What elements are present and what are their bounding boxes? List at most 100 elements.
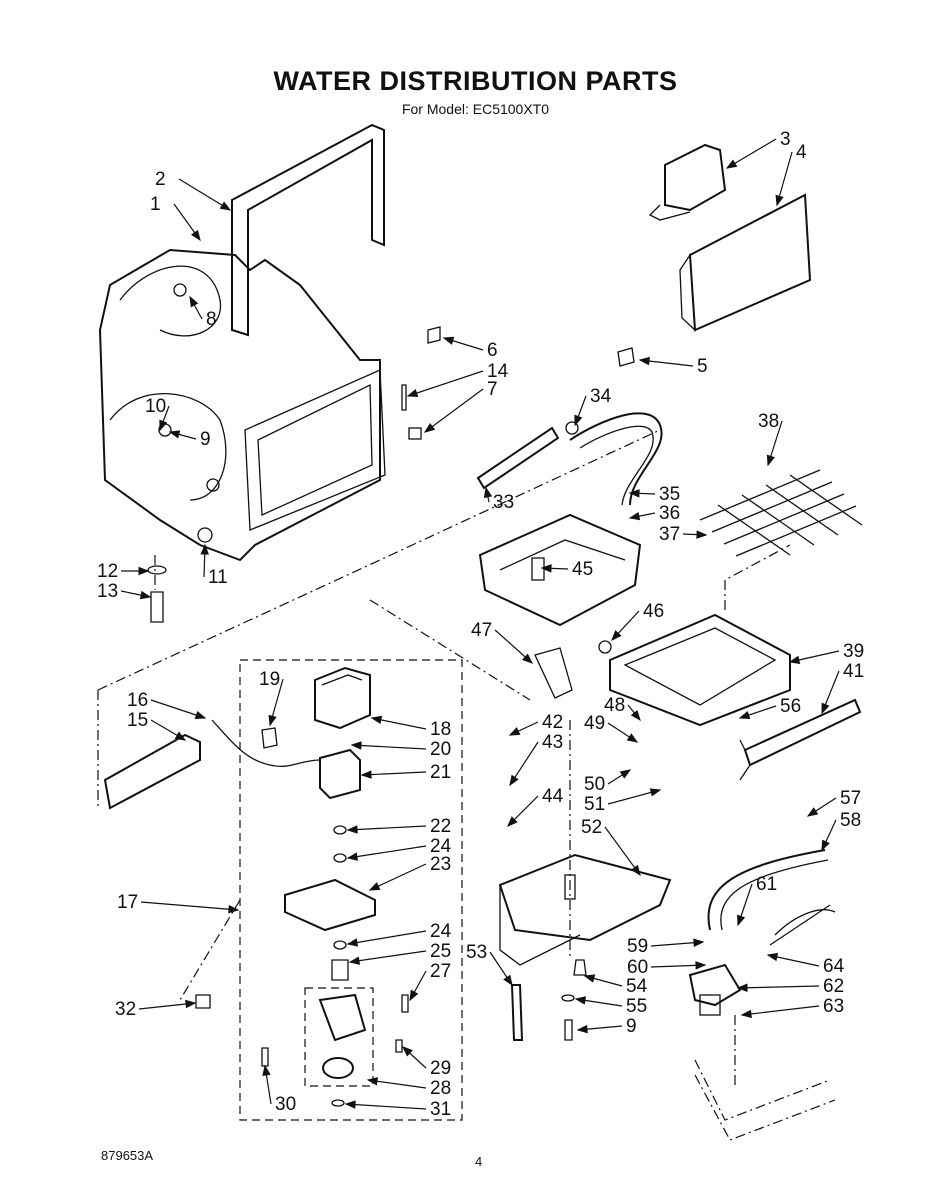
page-title: WATER DISTRIBUTION PARTS: [273, 66, 678, 96]
callout-61: 61: [756, 874, 777, 895]
callout-53: 53: [466, 942, 487, 963]
arrowhead-37: [696, 530, 708, 539]
arrowhead-8: [189, 295, 199, 308]
arrowhead-7: [423, 422, 436, 433]
callout-15: 15: [127, 710, 148, 731]
leader-line-21: [361, 771, 427, 776]
parts-artwork: [98, 123, 863, 1107]
arrowhead-47: [522, 653, 534, 664]
page-number: 4: [475, 1154, 483, 1169]
arrowhead-57: [806, 807, 819, 817]
arrowhead-18: [370, 715, 383, 725]
callout-23: 23: [430, 854, 451, 875]
arrowhead-34: [574, 414, 583, 427]
arrowhead-43: [509, 774, 519, 787]
callout-7: 7: [487, 379, 498, 400]
callout-5: 5: [697, 356, 708, 377]
callout-35: 35: [659, 484, 680, 505]
callout-17: 17: [117, 892, 138, 913]
callout-45: 45: [572, 559, 593, 580]
callout-37: 37: [659, 524, 680, 545]
callout-20: 20: [430, 739, 451, 760]
leader-line-52: [604, 826, 641, 876]
arrowhead-14: [406, 388, 419, 398]
arrowhead-36: [628, 511, 641, 521]
arrowhead-22: [346, 825, 358, 834]
arrowhead-13: [139, 590, 152, 600]
arrowhead-33: [483, 486, 493, 499]
callout-55: 55: [626, 996, 647, 1017]
arrowhead-46: [611, 630, 622, 642]
grid-37-38: [699, 469, 863, 557]
arrowhead-21: [360, 770, 372, 779]
callout-1: 1: [150, 194, 161, 215]
callout-33: 33: [493, 492, 514, 513]
callout-24: 24: [430, 921, 452, 942]
arrowhead-31: [344, 1100, 356, 1109]
callout-9: 9: [200, 429, 211, 450]
arrowhead-30: [262, 1064, 271, 1077]
arrowhead-2: [219, 201, 232, 211]
leader-line-63: [741, 1005, 820, 1016]
leader-line-2: [178, 178, 231, 211]
arrowhead-35: [628, 489, 640, 498]
arrowhead-6: [442, 336, 455, 345]
arrowhead-5: [638, 356, 650, 366]
callout-18: 18: [430, 719, 451, 740]
arrowhead-17: [228, 905, 240, 914]
arrowhead-16: [194, 710, 207, 720]
callout-labels: 1234567891011121314151617181920212223242…: [97, 129, 864, 1120]
callout-44: 44: [542, 786, 564, 807]
arrowhead-44: [507, 816, 518, 827]
arrowhead-20: [350, 741, 362, 750]
callout-51: 51: [584, 794, 605, 815]
arrowhead-27: [409, 989, 419, 1002]
callout-58: 58: [840, 810, 861, 831]
leader-line-31: [345, 1103, 427, 1110]
arrowhead-3: [725, 159, 738, 169]
callout-9: 9: [626, 1016, 637, 1037]
arrowhead-32: [185, 999, 197, 1009]
arrowhead-38: [766, 454, 775, 467]
callout-22: 22: [430, 816, 451, 837]
callout-4: 4: [796, 142, 807, 163]
callout-64: 64: [823, 956, 845, 977]
callout-29: 29: [430, 1058, 451, 1079]
callout-25: 25: [430, 941, 451, 962]
arrowhead-19: [268, 714, 277, 727]
callout-54: 54: [626, 976, 648, 997]
callout-49: 49: [584, 713, 605, 734]
arrowhead-23: [368, 882, 381, 891]
arrowhead-24: [346, 852, 359, 861]
callout-10: 10: [145, 396, 166, 417]
callout-32: 32: [115, 999, 136, 1020]
callout-16: 16: [127, 690, 148, 711]
leader-line-14: [407, 370, 484, 397]
leader-line-24: [347, 930, 427, 945]
callout-63: 63: [823, 996, 844, 1017]
arrowhead-53: [503, 974, 513, 987]
arrowhead-39: [788, 655, 801, 665]
leader-line-25: [349, 950, 427, 963]
callout-leaders: [120, 138, 840, 1110]
arrowhead-9: [168, 430, 181, 439]
callout-48: 48: [604, 695, 625, 716]
callout-41: 41: [843, 661, 864, 682]
arrowhead-48: [630, 709, 641, 722]
callout-36: 36: [659, 503, 680, 524]
callout-34: 34: [590, 386, 612, 407]
arrowhead-29: [401, 1046, 413, 1057]
arrowhead-50: [619, 769, 632, 779]
callout-13: 13: [97, 581, 118, 602]
callout-3: 3: [780, 129, 791, 150]
callout-38: 38: [758, 411, 779, 432]
arrowhead-24: [346, 938, 359, 947]
document-number: 879653A: [101, 1148, 154, 1163]
callout-12: 12: [97, 561, 118, 582]
arrowhead-15: [174, 731, 187, 741]
arrowhead-60: [695, 961, 707, 970]
arrowhead-1: [191, 229, 201, 242]
leader-line-20: [351, 744, 427, 750]
callout-30: 30: [275, 1094, 296, 1115]
